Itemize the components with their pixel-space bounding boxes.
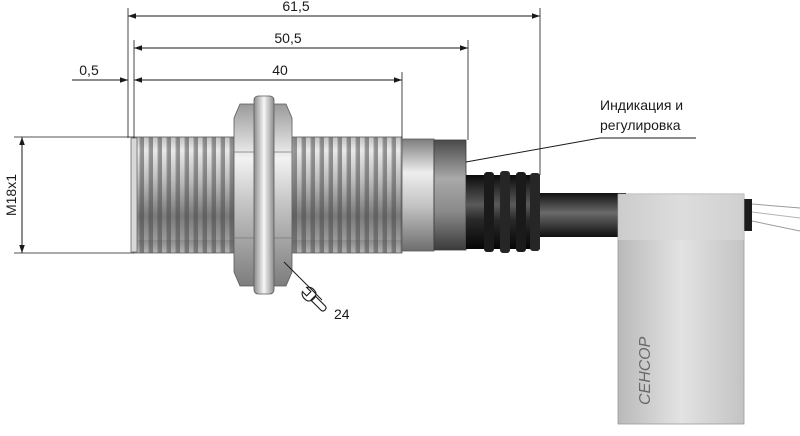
wrench-icon xyxy=(301,286,327,312)
lock-nut xyxy=(233,95,293,295)
dim-overall-label: 61,5 xyxy=(282,0,309,14)
dim-thread-label: 40 xyxy=(272,62,288,78)
dim-offset-label: 0,5 xyxy=(79,62,99,78)
dim-diameter-label: M18x1 xyxy=(3,174,19,216)
cable-boot xyxy=(466,171,540,253)
indicator-ring xyxy=(433,139,467,251)
dimension-lines xyxy=(14,8,696,301)
callout-line-2: регулировка xyxy=(600,117,681,133)
rear-collar xyxy=(401,138,435,252)
tag-brand: СЕНСОР xyxy=(637,336,654,405)
wrench-size-label: 24 xyxy=(334,306,350,322)
callout-leader xyxy=(465,137,696,163)
sensor-body: СЕНСОР xyxy=(130,95,800,425)
callout-line-1: Индикация и xyxy=(600,97,683,113)
sensing-face xyxy=(130,137,138,253)
dim-indicator-label: 50,5 xyxy=(274,30,301,46)
label-tag: СЕНСОР xyxy=(617,193,745,425)
